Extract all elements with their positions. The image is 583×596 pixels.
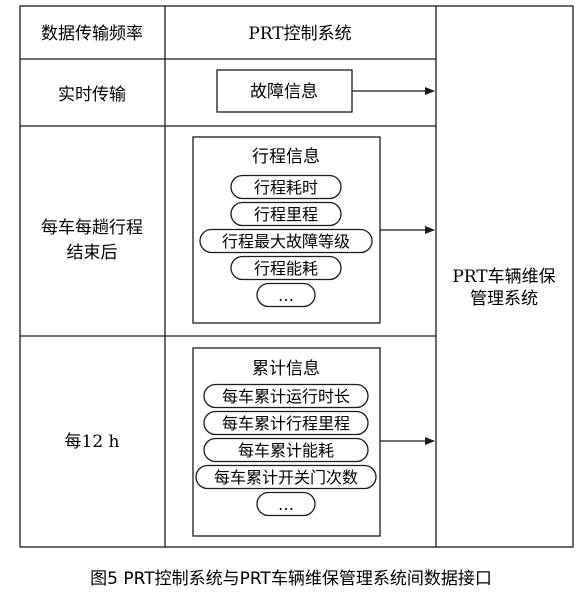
item-pill-label: … [278,495,294,514]
fault-info-label: 故障信息 [250,82,318,102]
cumulative-info-items: 每车累计运行时长每车累计行程里程每车累计能耗每车累计开关门次数 … [195,383,377,517]
table-grid [19,5,574,548]
item-pill [199,228,373,254]
maintenance-system-label-line1: PRT车辆维保 [452,267,555,287]
item-pill-label: 每车累计运行时长 [222,387,350,406]
header-prt-control: PRT控制系统 [248,24,351,44]
row-label-per-trip-line1: 每车每趟行程 [41,218,143,238]
item-pill-label: 每车累计能耗 [238,441,334,460]
row-label-every-12h: 每12 h [65,432,120,452]
trip-info-title: 行程信息 [252,147,320,167]
item-pill-label: 行程耗时 [254,178,318,197]
item-pill-label: 行程最大故障等级 [222,232,350,251]
item-pill-label: 每车累计行程里程 [222,414,350,433]
item-pill [256,282,316,308]
trip-info-items: 行程耗时行程里程行程最大故障等级行程能耗 … [199,174,373,308]
item-pill-label: 行程能耗 [254,259,318,278]
header-frequency: 数据传输频率 [41,24,143,44]
maintenance-system-label-line2: 管理系统 [470,289,538,309]
table-border [19,5,574,548]
item-pill-label: … [278,286,294,305]
item-pill [203,383,369,409]
item-pill [230,255,342,281]
item-pill-label: 每车累计开关门次数 [214,468,358,487]
item-pill [203,437,369,463]
cumulative-info-group [192,347,381,537]
item-pill-label: 行程里程 [254,205,318,224]
item-pill [230,201,342,227]
row-label-per-trip-line2: 结束后 [67,243,118,263]
item-pill [195,464,377,490]
cumulative-info-title: 累计信息 [252,359,320,379]
item-pill [256,491,316,517]
item-pill [203,410,369,436]
figure-caption: 图5 PRT控制系统与PRT车辆维保管理系统间数据接口 [90,569,492,589]
row-label-realtime: 实时传输 [58,85,126,105]
item-pill [230,174,342,200]
